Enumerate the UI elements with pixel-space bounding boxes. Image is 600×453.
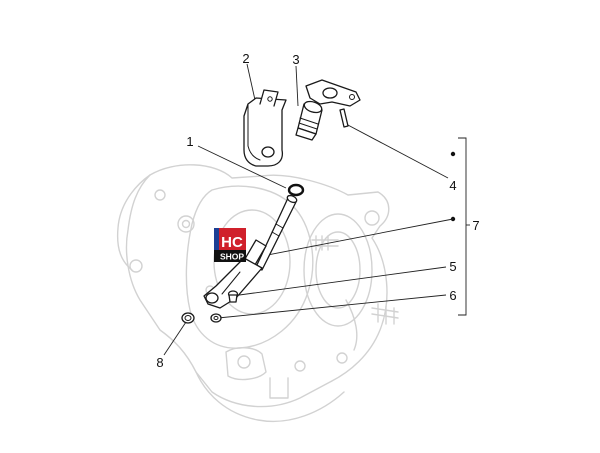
callout-5: 5 <box>449 259 456 274</box>
part-shift-shaft <box>203 194 298 309</box>
callout-1: 1 <box>186 134 193 149</box>
part-bracket-plate <box>243 89 287 167</box>
callout-3: 3 <box>292 52 299 67</box>
part-washer <box>210 313 222 323</box>
part-threaded-plug <box>295 100 323 141</box>
callout-6: 6 <box>449 288 456 303</box>
part-seal <box>181 312 195 324</box>
watermark-logo: HC SHOP <box>214 228 246 262</box>
part-selector-lever <box>305 79 361 128</box>
bracket-dot-upper <box>450 151 456 157</box>
callout-7: 7 <box>472 218 479 233</box>
watermark-line2: SHOP <box>220 252 244 262</box>
watermark-line1: HC <box>221 234 243 251</box>
leader-lines <box>163 63 454 356</box>
crankcase-ghost <box>116 164 399 423</box>
callout-8: 8 <box>156 355 163 370</box>
part-screw <box>227 290 239 303</box>
callout-2: 2 <box>242 51 249 66</box>
callout-labels: 1 2 3 4 5 6 7 8 <box>156 51 479 370</box>
part-o-ring <box>287 183 305 197</box>
callout-4: 4 <box>449 178 456 193</box>
